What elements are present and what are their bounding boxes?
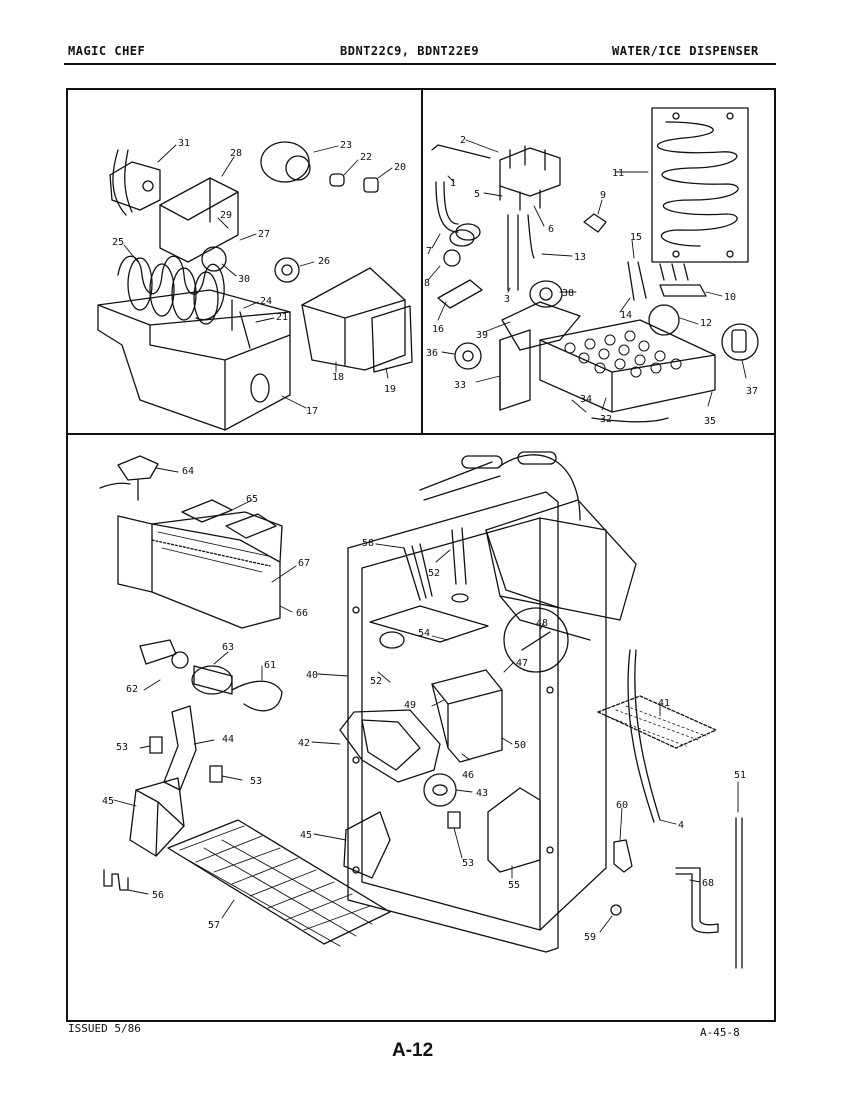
callout-p62: 62 [126, 684, 138, 695]
dispenser-housing-drawing [99, 451, 743, 969]
callout-p13: 13 [574, 252, 586, 263]
callout-p52b: 52 [370, 676, 382, 687]
callout-p17: 17 [306, 406, 318, 417]
callout-p24: 24 [260, 296, 272, 307]
icemaker-assembly-drawing [97, 141, 413, 431]
callout-p51: 51 [734, 770, 746, 781]
callout-p39: 39 [476, 330, 488, 341]
fill-valve-assembly-drawing [431, 107, 759, 423]
callout-p54: 54 [418, 628, 430, 639]
callout-p33: 33 [454, 380, 466, 391]
callout-p9: 9 [600, 190, 606, 201]
page-number: A-12 [392, 1040, 434, 1061]
callout-p64: 64 [182, 466, 194, 477]
callout-p44: 44 [222, 734, 234, 745]
callout-p30: 30 [238, 274, 250, 285]
callout-p38: 38 [562, 288, 574, 299]
callout-p61: 61 [264, 660, 276, 671]
leader-lines [113, 139, 747, 933]
callout-p37: 37 [746, 386, 758, 397]
callout-p59: 59 [584, 932, 596, 943]
callout-p18: 18 [332, 372, 344, 383]
callout-p5: 5 [474, 189, 480, 200]
section-title: WATER/ICE DISPENSER [612, 44, 759, 58]
panel-divider-vertical [421, 90, 423, 434]
callout-p28: 28 [230, 148, 242, 159]
callout-p36: 36 [426, 348, 438, 359]
brand-title: MAGIC CHEF [68, 44, 146, 58]
diagram-code: A-45-8 [700, 1026, 740, 1039]
callout-p63: 63 [222, 642, 234, 653]
callout-p49: 49 [404, 700, 416, 711]
callout-p32: 32 [600, 414, 612, 425]
callout-p60: 60 [616, 800, 628, 811]
model-numbers: BDNT22C9, BDNT22E9 [340, 44, 480, 58]
callout-p47: 47 [516, 658, 528, 669]
callout-p46: 46 [462, 770, 474, 781]
callout-labels: 3128232220292725302624211819172156911713… [102, 135, 758, 943]
callout-p10: 10 [724, 292, 736, 303]
callout-p40: 40 [306, 670, 318, 681]
callout-p35: 35 [704, 416, 716, 427]
callout-p6: 6 [548, 224, 554, 235]
callout-p26: 26 [318, 256, 330, 267]
callout-p50: 50 [514, 740, 526, 751]
callout-p45a: 45 [102, 796, 114, 807]
callout-p29: 29 [220, 210, 232, 221]
header-rule [64, 63, 776, 65]
panel-divider-horizontal [68, 433, 774, 435]
callout-p21: 21 [276, 312, 288, 323]
callout-p48: 48 [536, 618, 548, 629]
callout-p57: 57 [208, 920, 220, 931]
callout-p42: 42 [298, 738, 310, 749]
callout-p34: 34 [580, 394, 592, 405]
callout-p12: 12 [700, 318, 712, 329]
callout-p53c: 53 [462, 858, 474, 869]
issue-date: ISSUED 5/86 [68, 1022, 141, 1035]
callout-p20: 20 [394, 162, 406, 173]
callout-p41: 41 [658, 698, 670, 709]
callout-p8: 8 [424, 278, 430, 289]
callout-p1: 1 [450, 178, 456, 189]
callout-p65: 65 [246, 494, 258, 505]
callout-p56: 56 [152, 890, 164, 901]
callout-p19: 19 [384, 384, 396, 395]
callout-p68: 68 [702, 878, 714, 889]
callout-p7: 7 [426, 246, 432, 257]
callout-p66: 66 [296, 608, 308, 619]
callout-p15: 15 [630, 232, 642, 243]
callout-p4: 4 [678, 820, 684, 831]
callout-p22: 22 [360, 152, 372, 163]
callout-p58: 58 [362, 538, 374, 549]
callout-p43: 43 [476, 788, 488, 799]
callout-p45b: 45 [300, 830, 312, 841]
callout-p11: 11 [612, 168, 624, 179]
callout-p67: 67 [298, 558, 310, 569]
callout-p53a: 53 [116, 742, 128, 753]
callout-p16: 16 [432, 324, 444, 335]
callout-p14: 14 [620, 310, 632, 321]
callout-p27: 27 [258, 229, 270, 240]
callout-p2: 2 [460, 135, 466, 146]
callout-p31: 31 [178, 138, 190, 149]
callout-p55: 55 [508, 880, 520, 891]
callout-p23: 23 [340, 140, 352, 151]
callout-p53b: 53 [250, 776, 262, 787]
diagram-frame [66, 88, 776, 1022]
callout-p25: 25 [112, 237, 124, 248]
callout-p3: 3 [504, 294, 510, 305]
callout-p52a: 52 [428, 568, 440, 579]
